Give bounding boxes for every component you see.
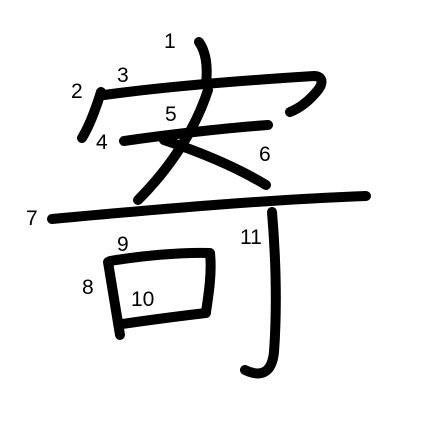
stroke-number-5: 5 <box>165 103 177 126</box>
stroke-number-10: 10 <box>131 288 154 311</box>
stroke-10 <box>117 308 211 329</box>
stroke-6 <box>159 135 271 190</box>
stroke-number-2: 2 <box>71 80 83 103</box>
stroke-3 <box>99 71 327 117</box>
stroke-number-6: 6 <box>259 143 271 166</box>
stroke-number-7: 7 <box>26 207 38 230</box>
stroke-11 <box>240 207 281 379</box>
stroke-number-8: 8 <box>82 276 94 299</box>
stroke-number-1: 1 <box>164 30 176 53</box>
stroke-number-11: 11 <box>240 226 262 249</box>
character-strokes <box>47 37 371 379</box>
stroke-number-3: 3 <box>117 64 129 87</box>
stroke-number-4: 4 <box>96 131 108 154</box>
stroke-7 <box>47 191 371 224</box>
stroke-number-9: 9 <box>117 233 129 256</box>
stroke-number-labels: 1 2 3 4 5 6 7 8 9 10 11 <box>26 30 271 311</box>
stroke-1 <box>194 37 212 89</box>
stroke-9 <box>105 247 216 317</box>
